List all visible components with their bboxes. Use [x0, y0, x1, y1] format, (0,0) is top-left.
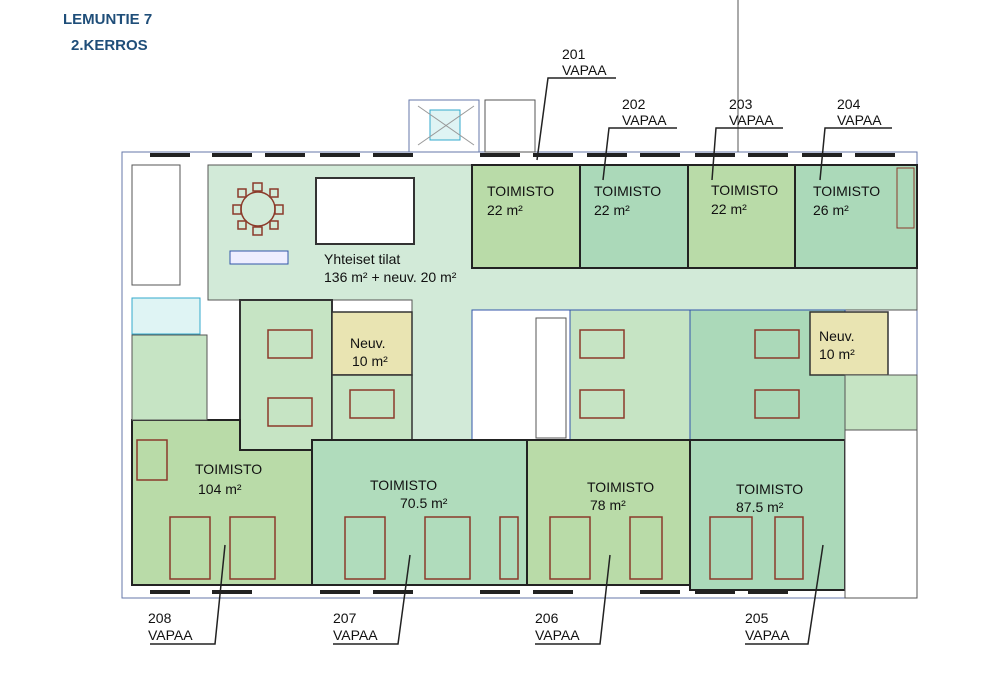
unit-207-status: VAPAA [333, 627, 378, 643]
meeting-room-1-name: Neuv. [350, 335, 386, 351]
building-address: LEMUNTIE 7 [63, 11, 153, 28]
office-208-area: 104 m² [198, 481, 242, 497]
unit-202-status: VAPAA [622, 112, 667, 128]
office-207-type: TOIMISTO [370, 477, 437, 493]
shaft [484, 99, 536, 153]
office-207-area: 70.5 m² [400, 495, 448, 511]
side-room [844, 374, 918, 431]
floor-label: 2.KERROS [71, 37, 148, 54]
office-208-type: TOIMISTO [195, 461, 262, 477]
unit-205-number: 205 [745, 610, 769, 626]
kitchenette [229, 250, 289, 265]
office-204-area: 26 m² [813, 202, 849, 218]
desks [136, 329, 804, 580]
unit-201-status: VAPAA [562, 62, 607, 78]
office-206 [526, 439, 691, 586]
meeting-room-2-area: 10 m² [819, 346, 855, 362]
office-205-area: 87.5 m² [736, 499, 784, 515]
office-203-type: TOIMISTO [711, 182, 778, 198]
common-area-name: Yhteiset tilat [324, 251, 400, 267]
office-204-type: TOIMISTO [813, 183, 880, 199]
unit-207-number: 207 [333, 610, 357, 626]
small-meeting-room [331, 374, 413, 441]
office-207 [311, 439, 528, 586]
unit-204-number: 204 [837, 96, 861, 112]
office-208-entry [131, 334, 208, 421]
stair-void [315, 177, 415, 245]
office-205 [689, 439, 846, 591]
meeting-area-left [239, 299, 333, 451]
common-area-size: 136 m² + neuv. 20 m² [324, 269, 457, 285]
office-201-type: TOIMISTO [487, 183, 554, 199]
office-206-area: 78 m² [590, 497, 626, 513]
office-203-area: 22 m² [711, 201, 747, 217]
cabinet [896, 167, 915, 229]
meeting-room-1 [331, 311, 413, 376]
stairwell-left [131, 164, 181, 286]
unit-204-status: VAPAA [837, 112, 882, 128]
office-203 [687, 164, 796, 269]
office-201 [471, 164, 581, 269]
office-202-area: 22 m² [594, 202, 630, 218]
unit-208-number: 208 [148, 610, 172, 626]
meeting-room-1-area: 10 m² [352, 353, 388, 369]
meeting-room-2 [809, 311, 889, 376]
office-202-type: TOIMISTO [594, 183, 661, 199]
office-206-type: TOIMISTO [587, 479, 654, 495]
stairwell-right [844, 429, 918, 599]
unit-203-number: 203 [729, 96, 753, 112]
unit-201-number: 201 [562, 46, 586, 62]
shaft-2 [535, 317, 567, 439]
office-202 [579, 164, 689, 269]
unit-206-number: 206 [535, 610, 559, 626]
unit-206-status: VAPAA [535, 627, 580, 643]
leader-lines [150, 77, 892, 645]
unit-205-status: VAPAA [745, 627, 790, 643]
unit-202-number: 202 [622, 96, 646, 112]
unit-203-status: VAPAA [729, 112, 774, 128]
elevator-left [131, 297, 201, 335]
unit-208-status: VAPAA [148, 627, 193, 643]
office-201-area: 22 m² [487, 202, 523, 218]
meeting-room-2-name: Neuv. [819, 328, 855, 344]
office-205-type: TOIMISTO [736, 481, 803, 497]
windows [150, 153, 895, 594]
